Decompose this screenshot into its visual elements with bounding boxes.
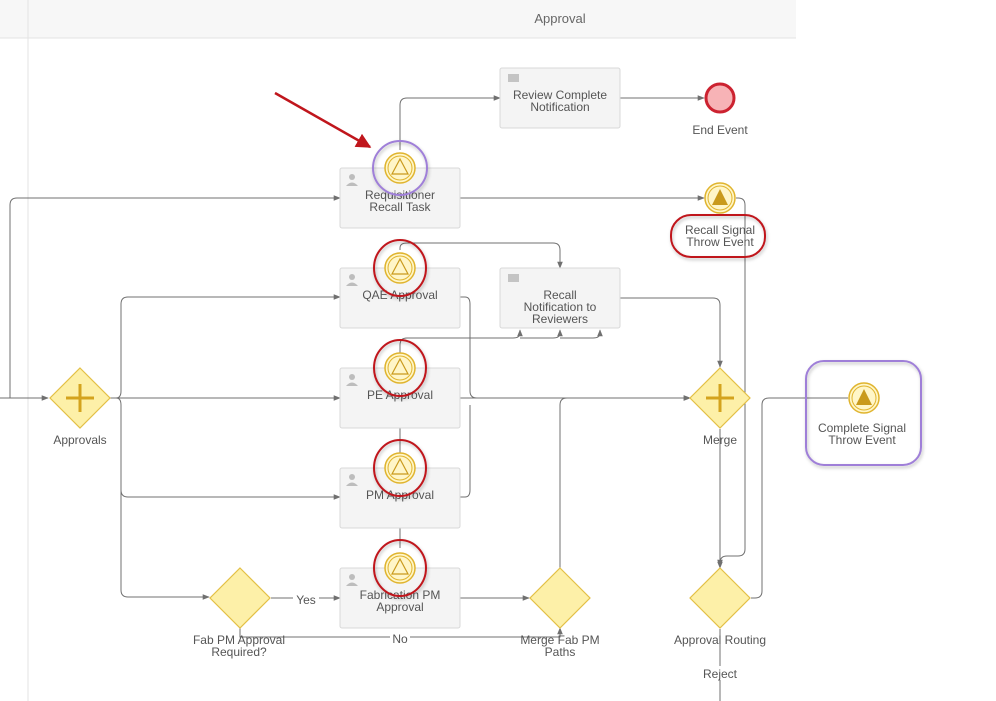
filled-triangle-icon (712, 189, 728, 205)
red-highlight-ring (373, 239, 427, 297)
flow-qae-boundary-to-recall (399, 242, 563, 269)
flow-pm-out (460, 405, 471, 498)
flow-merge-fab-to-merge (559, 395, 691, 568)
flow-boundaries-to-recall-3 (560, 329, 603, 339)
gateway-label: Merge Fab PM (520, 633, 599, 647)
task-label: Recall Task (369, 200, 431, 214)
user-icon (346, 574, 358, 586)
complete-signal-throw-event[interactable]: Complete Signal Throw Event (818, 382, 906, 447)
flow-recall-signal-to-routing (717, 197, 746, 569)
flow-recall-notif-to-merge (620, 297, 723, 368)
event-label: Throw Event (828, 433, 896, 447)
lane-header: Approval (0, 0, 796, 701)
task-label: Reviewers (532, 312, 588, 326)
user-icon (346, 274, 358, 286)
flow-boundaries-to-recall (399, 329, 523, 548)
gateway-label: Required? (211, 645, 267, 659)
red-highlight-ring (373, 439, 427, 497)
user-icon (346, 474, 358, 486)
envelope-icon (508, 74, 519, 82)
task-label: Notification (530, 100, 589, 114)
red-highlight-ring (373, 539, 427, 597)
signal-boundary-event[interactable] (384, 352, 416, 384)
gateway-label: Approval Routing (674, 633, 766, 647)
flow-to-requisitioner (9, 195, 341, 398)
triangle-icon (391, 357, 409, 375)
task-review-complete-notification[interactable]: Review Complete Notification (499, 67, 621, 129)
task-qae-approval[interactable]: QAE Approval (339, 267, 461, 329)
plus-icon (66, 384, 94, 412)
flow-label-reject: Reject (703, 667, 738, 681)
flow-boundaries-to-recall-2 (520, 329, 563, 339)
triangle-icon (391, 257, 409, 275)
signal-boundary-event[interactable] (384, 252, 416, 284)
flow-to-qae (110, 294, 341, 399)
triangle-icon (391, 157, 409, 175)
task-label: Notification to (524, 300, 597, 314)
event-label: Complete Signal (818, 421, 906, 435)
recall-signal-throw-event[interactable]: Recall Signal Throw Event (685, 182, 755, 249)
user-icon (346, 174, 358, 186)
signal-boundary-event[interactable] (384, 452, 416, 484)
gateway-merge[interactable]: Merge (689, 367, 751, 447)
red-arrow-annotation (274, 91, 372, 149)
task-label: Review Complete (513, 88, 607, 102)
filled-triangle-icon (856, 389, 872, 405)
task-label: Recall (543, 288, 576, 302)
annotation-highlights (274, 91, 922, 597)
gateway-merge-fab-pm[interactable]: Merge Fab PM Paths (520, 567, 600, 659)
lane-title: Approval (534, 11, 585, 26)
purple-highlight-box (805, 360, 922, 466)
end-event[interactable]: End Event (692, 82, 748, 137)
triangle-icon (391, 457, 409, 475)
end-event-label: End Event (692, 123, 748, 137)
gateway-approvals[interactable]: Approvals (49, 367, 111, 447)
task-label: Approval (376, 600, 423, 614)
purple-highlight-ring (372, 140, 428, 196)
flow-req-boundary-to-review (399, 95, 501, 150)
task-recall-notification[interactable]: Recall Notification to Reviewers (499, 267, 621, 329)
flow-label-yes: Yes (296, 593, 316, 607)
gateway-label: Approvals (53, 433, 106, 447)
gateway-approval-routing[interactable]: Approval Routing (674, 567, 766, 647)
flow-to-pm (110, 397, 341, 500)
flow-routing-to-complete (751, 397, 848, 599)
envelope-icon (508, 274, 519, 282)
gateway-label: Paths (545, 645, 576, 659)
plus-icon (706, 384, 734, 412)
gateway-label: Fab PM Approval (193, 633, 285, 647)
user-icon (346, 374, 358, 386)
signal-boundary-event[interactable] (384, 552, 416, 584)
triangle-icon (391, 557, 409, 575)
signal-boundary-event[interactable] (384, 152, 416, 184)
gateway-fab-pm-required[interactable]: Fab PM Approval Required? (193, 567, 285, 659)
flow-label-no: No (392, 632, 408, 646)
event-label: Throw Event (686, 235, 754, 249)
event-label: Recall Signal (685, 223, 755, 237)
gateway-label: Merge (703, 433, 737, 447)
red-highlight-box (670, 214, 766, 258)
flow-to-fab-required (120, 490, 210, 600)
red-highlight-ring (373, 339, 427, 397)
boundary-signal-events (384, 152, 416, 584)
sequence-flows (0, 95, 848, 701)
